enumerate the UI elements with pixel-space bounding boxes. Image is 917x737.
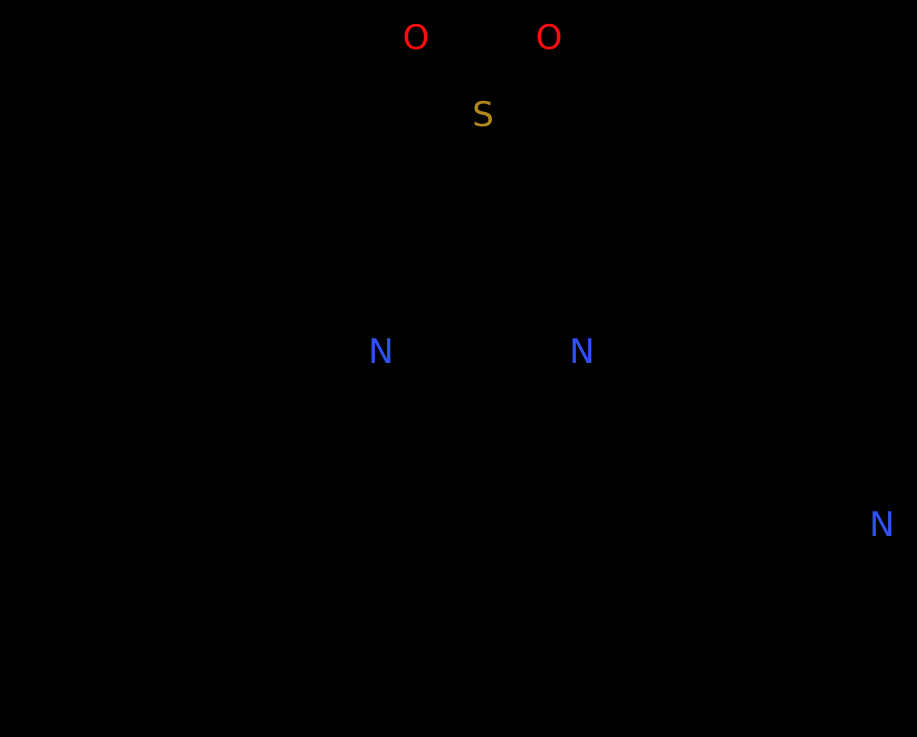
nitrogen-atom-label: N (368, 332, 394, 372)
bonds (379, 37, 883, 527)
oxygen-atom-label: O (535, 18, 563, 58)
nitrogen-atom-label: N (869, 505, 895, 545)
nitrogen-atom-label: N (569, 332, 595, 372)
sulfur-atom-label: S (472, 95, 494, 135)
oxygen-atom-label: O (402, 18, 430, 58)
